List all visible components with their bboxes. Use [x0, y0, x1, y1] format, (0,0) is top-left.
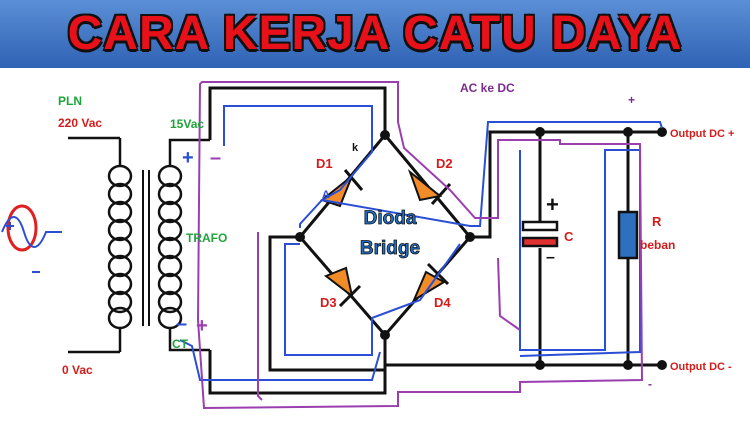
anode-a-label: A: [322, 189, 330, 201]
ct-plus-sign: +: [196, 315, 208, 337]
d2-label: D2: [436, 156, 453, 171]
purple-loop-trace: [196, 81, 644, 410]
d1-label: D1: [316, 156, 333, 171]
plus-top-label: +: [628, 93, 635, 107]
secondary-plus-sign: +: [182, 147, 194, 169]
d4-label: D4: [434, 295, 451, 310]
capacitor-minus-sign: –: [546, 249, 555, 266]
ct-label: CT: [172, 337, 189, 351]
transformer: [68, 136, 210, 354]
resistor-label: R: [652, 214, 662, 229]
input-voltage-label: 220 Vac: [58, 116, 102, 130]
capacitor-label: C: [564, 229, 574, 244]
output-minus-label: Output DC -: [670, 361, 732, 373]
primary-coil: [107, 164, 133, 330]
resistor-beban-label: beban: [640, 238, 675, 252]
diode-d3: [323, 266, 362, 308]
circuit-wires: [208, 86, 660, 395]
bridge-label-line1: Dioda: [364, 208, 417, 229]
ct-minus-sign: –: [176, 313, 187, 335]
output-plus-label: Output DC +: [670, 128, 734, 140]
secondary-minus-sign: –: [210, 147, 221, 169]
page-title: CARA KERJA CATU DAYA: [67, 7, 683, 60]
cathode-k-label: k: [352, 142, 359, 154]
junction-dots: [295, 127, 667, 370]
capacitor-plus-sign: +: [546, 192, 559, 217]
pln-label: PLN: [58, 94, 82, 108]
transformer-core: [142, 170, 150, 326]
ac-to-dc-label: AC ke DC: [460, 81, 515, 95]
trafo-label: TRAFO: [186, 231, 227, 245]
d3-label: D3: [320, 295, 337, 310]
secondary-voltage-label: 15Vac: [170, 117, 204, 131]
title-banner: CARA KERJA CATU DAYA: [0, 0, 750, 68]
minus-bottom-label: -: [648, 377, 652, 391]
resistor: [617, 210, 639, 260]
secondary-coil: [157, 164, 183, 330]
zero-voltage-label: 0 Vac: [62, 363, 93, 377]
bridge-label-line2: Bridge: [360, 238, 420, 259]
ac-source-sketch: [1, 204, 62, 273]
diode-d2: [407, 169, 452, 206]
capacitor: [521, 220, 559, 248]
blue-current-trace: [179, 105, 663, 381]
